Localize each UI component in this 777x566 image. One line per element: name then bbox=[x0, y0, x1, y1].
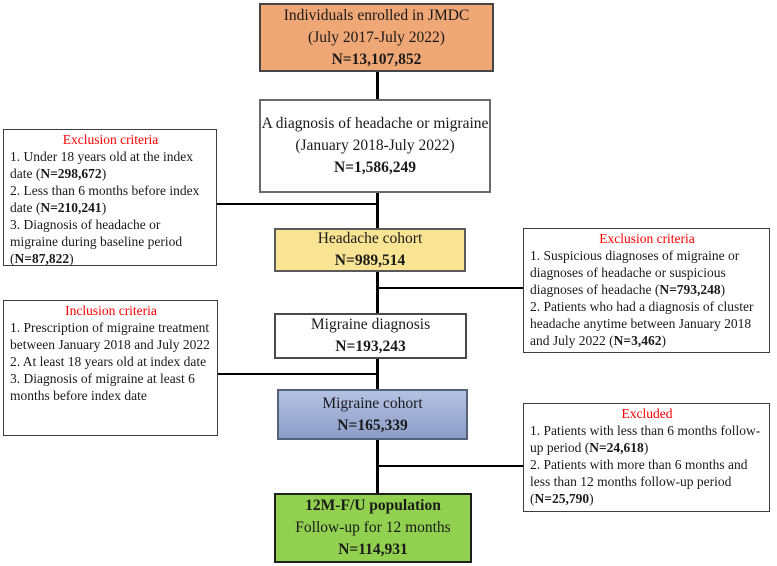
migraine-diagnosis-n: N=193,243 bbox=[335, 338, 406, 355]
diagnosis-line2: (January 2018-July 2022) bbox=[295, 137, 455, 154]
box-headache-migraine-diagnosis: A diagnosis of headache or migraine (Jan… bbox=[259, 99, 491, 193]
connector-diagnosis-to-headache bbox=[376, 193, 379, 228]
box-migraine-diagnosis: Migraine diagnosis N=193,243 bbox=[274, 313, 467, 359]
branch-inclusion bbox=[217, 373, 377, 375]
box-12m-fu-population: 12M-F/U population Follow-up for 12 mont… bbox=[274, 493, 472, 563]
box-migraine-cohort: Migraine cohort N=165,339 bbox=[277, 389, 468, 440]
enrolled-n: N=13,107,852 bbox=[331, 50, 422, 68]
connector-headache-to-migrainedx bbox=[376, 272, 379, 313]
inclusion-criteria-title: Inclusion criteria bbox=[65, 303, 157, 318]
box-enrolled-jmdc: Individuals enrolled in JMDC (July 2017-… bbox=[259, 3, 494, 72]
enrolled-line1: Individuals enrolled in JMDC bbox=[283, 6, 470, 24]
excluded-box: Excluded 1. Patients with less than 6 mo… bbox=[523, 403, 770, 512]
enrolled-line2: (July 2017-July 2022) bbox=[308, 28, 445, 46]
exclusion-criteria-migraine-title: Exclusion criteria bbox=[599, 231, 695, 246]
excluded-title: Excluded bbox=[621, 406, 673, 421]
followup-n: N=114,931 bbox=[338, 541, 408, 558]
connector-migrainedx-to-cohort bbox=[376, 359, 379, 389]
exclusion-criteria-headache-title: Exclusion criteria bbox=[62, 132, 159, 147]
connector-cohort-to-followup bbox=[376, 440, 379, 493]
exclusion-headache-item-1: 1. Under 18 years old at the index date … bbox=[10, 149, 193, 181]
branch-exclusion-migraine bbox=[378, 287, 523, 289]
migraine-diagnosis-line1: Migraine diagnosis bbox=[310, 316, 431, 333]
branch-excluded bbox=[378, 465, 523, 467]
migraine-cohort-n: N=165,339 bbox=[337, 416, 408, 434]
followup-line2: Follow-up for 12 months bbox=[295, 519, 451, 536]
branch-exclusion-headache bbox=[216, 203, 377, 205]
exclusion-headache-item-3: 3. Diagnosis of headache or migraine dur… bbox=[10, 217, 183, 266]
followup-line1: 12M-F/U population bbox=[305, 497, 441, 514]
headache-cohort-n: N=989,514 bbox=[334, 252, 406, 269]
inclusion-item-3: 3. Diagnosis of migraine at least 6 mont… bbox=[10, 371, 195, 403]
exclusion-headache-item-2: 2. Less than 6 months before index date … bbox=[10, 183, 200, 215]
exclusion-migraine-item-1: 1. Suspicious diagnoses of migraine or d… bbox=[530, 248, 740, 297]
inclusion-item-1: 1. Prescription of migraine treatment be… bbox=[10, 320, 210, 352]
headache-cohort-line1: Headache cohort bbox=[317, 230, 423, 247]
excluded-item-1: 1. Patients with less than 6 months foll… bbox=[530, 423, 761, 455]
excluded-item-2: 2. Patients with more than 6 months and … bbox=[530, 457, 748, 506]
exclusion-criteria-migraine-box: Exclusion criteria 1. Suspicious diagnos… bbox=[523, 228, 770, 353]
migraine-cohort-line1: Migraine cohort bbox=[322, 394, 423, 412]
diagnosis-n: N=1,586,249 bbox=[333, 159, 417, 176]
inclusion-criteria-box: Inclusion criteria 1. Prescription of mi… bbox=[3, 300, 218, 436]
diagnosis-line1: A diagnosis of headache or migraine bbox=[261, 115, 489, 132]
exclusion-criteria-headache-box: Exclusion criteria 1. Under 18 years old… bbox=[3, 129, 217, 266]
connector-enrolled-to-diagnosis bbox=[376, 72, 379, 100]
exclusion-migraine-item-2: 2. Patients who had a diagnosis of clust… bbox=[530, 299, 754, 348]
box-headache-cohort: Headache cohort N=989,514 bbox=[274, 228, 466, 272]
inclusion-item-2: 2. At least 18 years old at index date bbox=[10, 354, 207, 369]
